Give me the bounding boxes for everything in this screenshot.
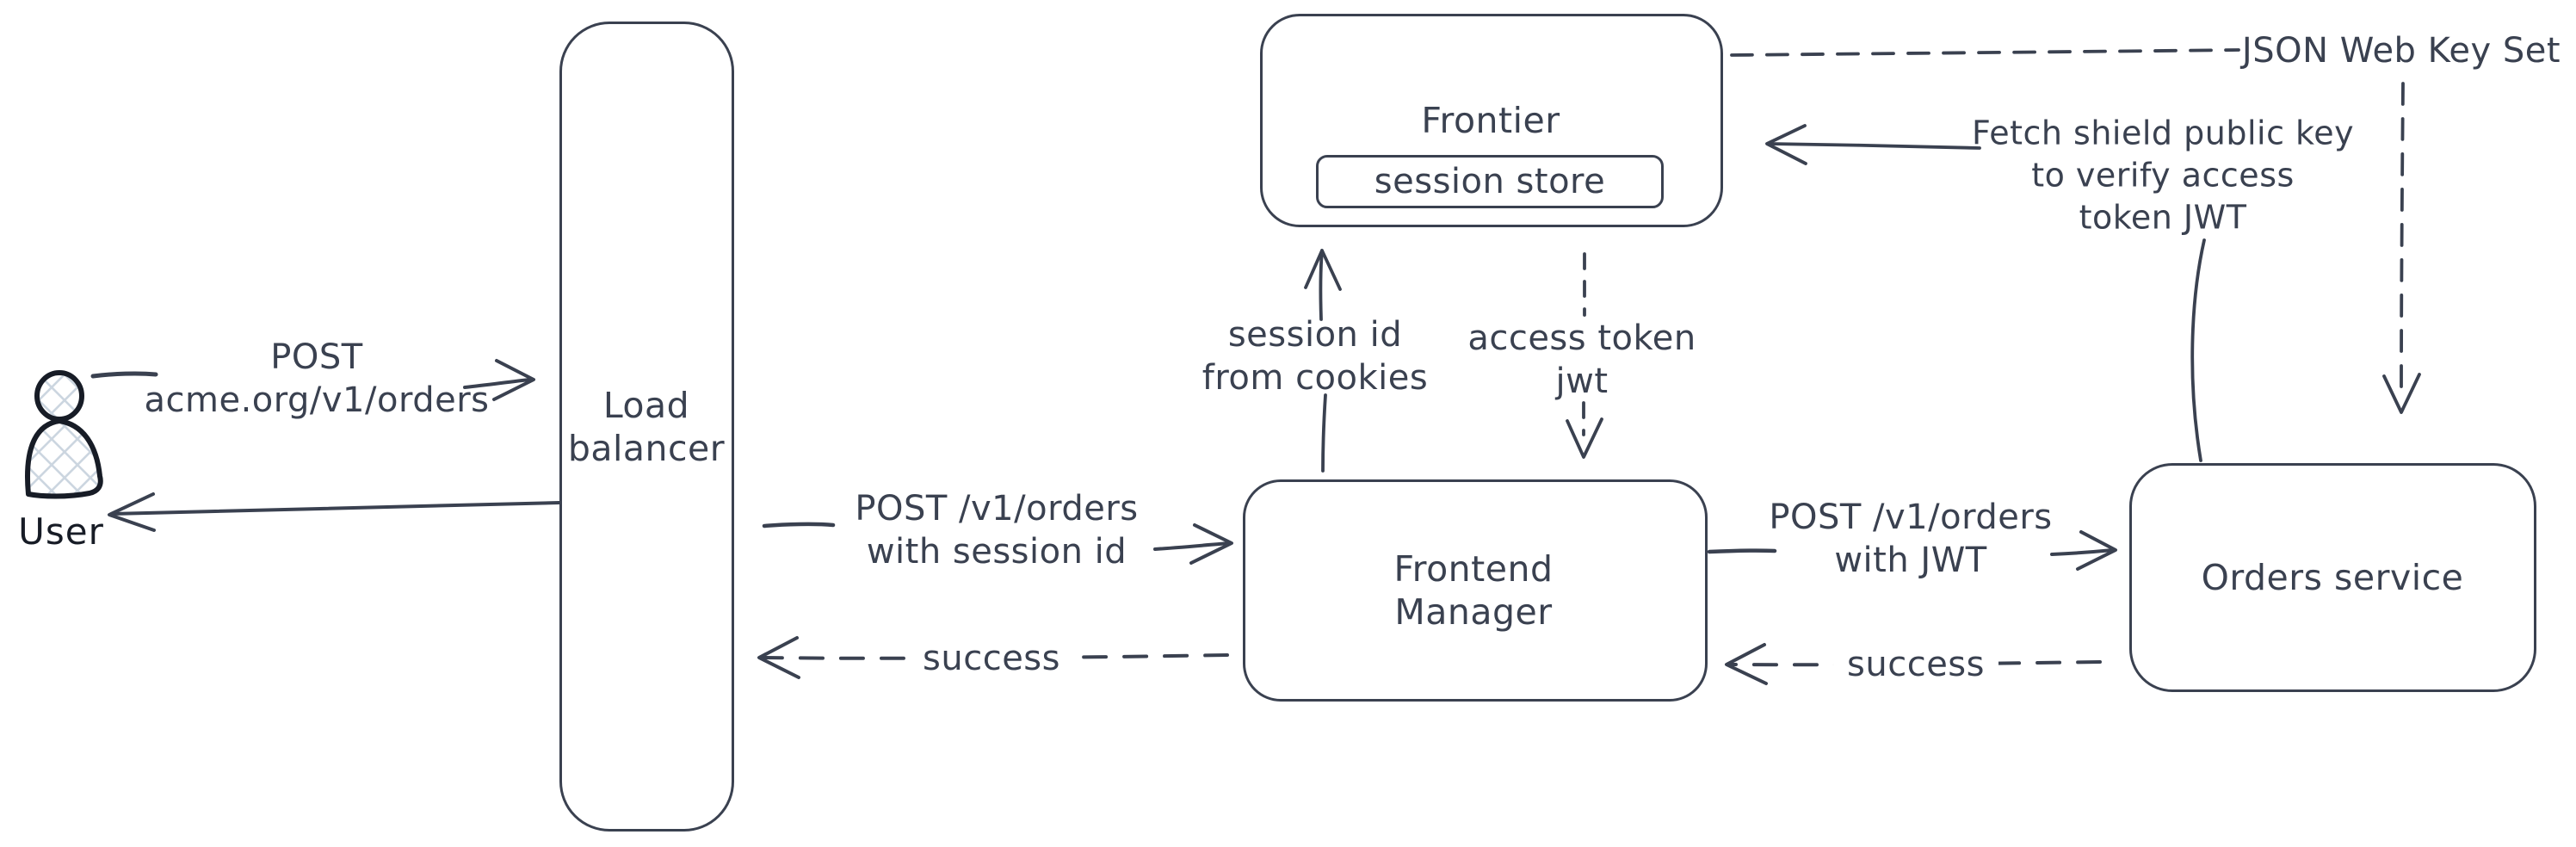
edge-label-post-orders-jwt: POST /v1/orders with JWT — [1769, 496, 2052, 582]
edge-label-post-acme-orders: POST acme.org/v1/orders — [145, 336, 490, 422]
edge-label-line: to verify access — [2031, 156, 2295, 195]
arrow-load-balancer-to-user — [108, 492, 561, 532]
edge-label-line: POST — [270, 337, 363, 377]
node-session-store — [1316, 155, 1664, 208]
edge-label-line: jwt — [1555, 362, 1609, 401]
user-label: User — [18, 510, 104, 553]
edge-label-line: from cookies — [1202, 358, 1429, 398]
load-balancer-label-line: Load — [602, 385, 690, 426]
edge-label-line: with session id — [866, 532, 1127, 572]
edge-label-success-right: success — [1833, 643, 1998, 686]
edge-label-line: access token — [1467, 318, 1696, 358]
edge-label-line: acme.org/v1/orders — [144, 380, 490, 420]
edge-label-jwks: JSON Web Key Set — [2241, 31, 2561, 71]
frontend-manager-label-line: Frontend — [1393, 548, 1554, 590]
edge-label-access-token-jwt: access token jwt — [1467, 317, 1696, 403]
edge-label-success-left: success — [909, 637, 1074, 680]
arrow-fetch-key-to-frontier — [1765, 124, 1981, 165]
edge-label-fetch-shield-key: Fetch shield public key to verify access… — [1972, 113, 2354, 239]
frontend-manager-label: Frontend Manager — [1394, 547, 1554, 634]
edge-label-line: POST /v1/orders — [1769, 498, 2053, 537]
orders-service-label: Orders service — [2201, 557, 2464, 598]
node-frontend-manager — [1243, 479, 1708, 702]
user-icon — [25, 370, 103, 499]
load-balancer-label: Load balancer — [568, 384, 725, 470]
edge-label-session-id-cookies: session id from cookies — [1202, 313, 1428, 399]
frontier-label: Frontier — [1421, 100, 1560, 141]
edge-label-line: POST /v1/orders — [855, 489, 1139, 529]
edge-label-line: Fetch shield public key — [1971, 114, 2355, 152]
edge-label-line: with JWT — [1834, 541, 1987, 580]
line-frontier-to-jwks — [1730, 48, 2240, 57]
edge-label-post-orders-session-id: POST /v1/orders with session id — [855, 487, 1138, 573]
session-store-label: session store — [1374, 162, 1606, 201]
node-load-balancer — [559, 22, 734, 832]
node-orders-service — [2129, 463, 2536, 692]
edge-label-line: token JWT — [2079, 198, 2247, 237]
line-orders-service-to-fetch-label — [2190, 238, 2206, 462]
arrow-jwks-to-orders-service — [2382, 82, 2421, 414]
frontend-manager-label-line: Manager — [1394, 591, 1553, 633]
load-balancer-label-line: balancer — [567, 428, 726, 469]
edge-label-line: session id — [1227, 315, 1403, 355]
